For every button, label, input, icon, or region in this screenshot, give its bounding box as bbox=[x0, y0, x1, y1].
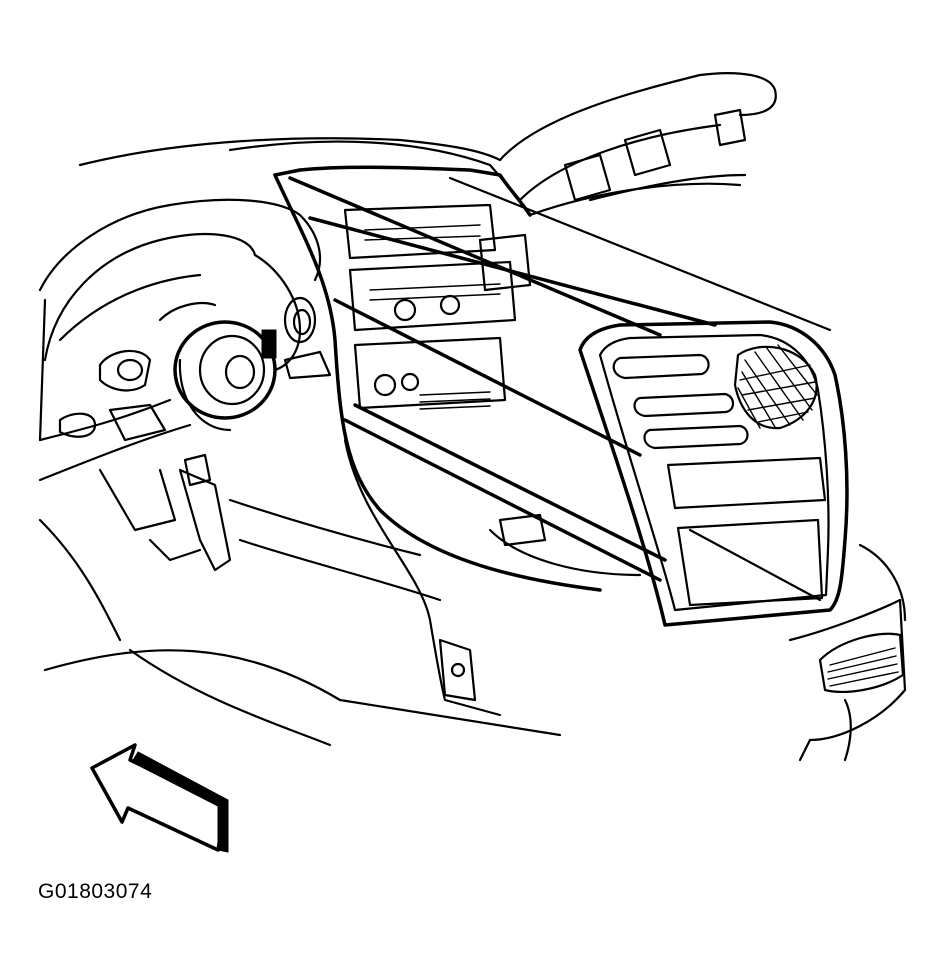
steering-column bbox=[38, 253, 302, 482]
air-vent-icon bbox=[818, 632, 905, 762]
steering-wheel-hub-icon bbox=[173, 320, 277, 432]
dash-upper-outline bbox=[78, 72, 777, 217]
instrument-cluster-hood bbox=[38, 198, 322, 442]
speaker-grille-icon bbox=[733, 344, 818, 430]
lower-dash-trim bbox=[38, 438, 562, 747]
center-stack-opening bbox=[273, 165, 642, 592]
front-direction-arrow-icon bbox=[90, 743, 229, 853]
exploded-guide-lines bbox=[288, 176, 832, 582]
center-trim-bezel bbox=[578, 320, 849, 627]
headlamp-switch-knobs bbox=[261, 296, 332, 380]
passenger-dash bbox=[563, 108, 907, 762]
figure-id-label: G01803074 bbox=[38, 880, 153, 903]
